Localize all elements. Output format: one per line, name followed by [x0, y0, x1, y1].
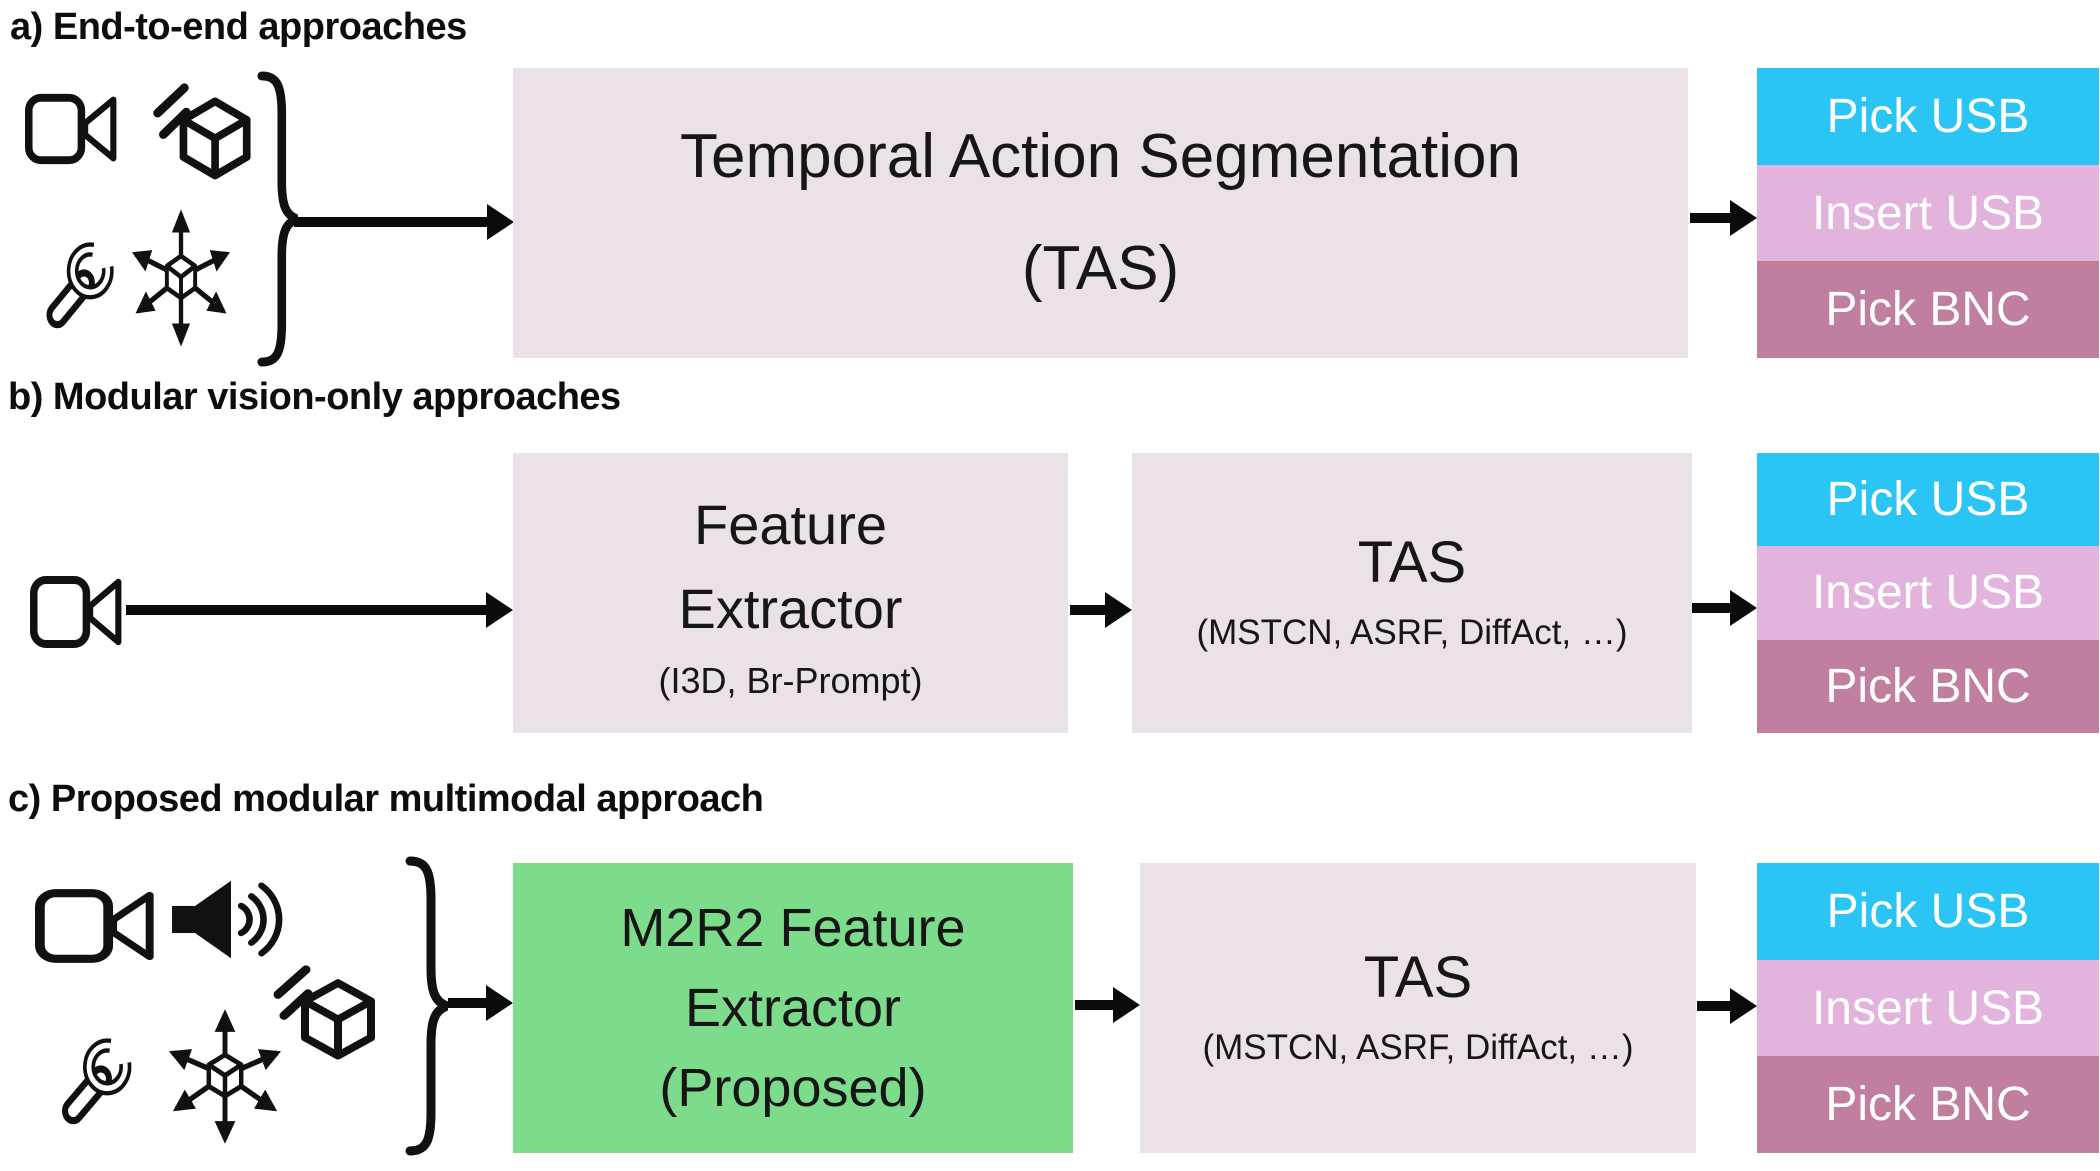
arrow-head: [487, 204, 514, 240]
arrow-head: [1730, 200, 1757, 236]
segment-pick-usb: Pick USB: [1757, 453, 2099, 547]
section-a-title: a) End-to-end approaches: [10, 6, 467, 48]
arrow-tas-to-output-c: [1697, 988, 1757, 1024]
curly-brace: [256, 70, 298, 368]
arrow-m2r2-to-tas-c: [1075, 987, 1140, 1023]
video-camera-icon: [25, 90, 119, 168]
arrow-camera-to-feature-extractor: [126, 592, 513, 628]
segment-pick-bnc: Pick BNC: [1757, 261, 2099, 359]
feature-extractor-line1: Feature: [694, 493, 887, 556]
tas-box-b-subtitle: (MSTCN, ASRF, DiffAct, …): [1196, 613, 1628, 652]
segment-insert-usb: Insert USB: [1757, 546, 2099, 640]
tas-box-b-title: TAS: [1357, 530, 1467, 595]
tas-box-b: TAS (MSTCN, ASRF, DiffAct, …): [1132, 453, 1692, 733]
arrow-shaft: [1070, 605, 1108, 615]
arrow-shaft: [1697, 1001, 1733, 1011]
feature-extractor-box: Feature Extractor (I3D, Br-Prompt): [513, 453, 1068, 733]
moving-cube-icon: [148, 80, 263, 192]
tas-box-c-title: TAS: [1363, 945, 1473, 1010]
arrow-tas-to-output-b: [1692, 590, 1757, 626]
feature-extractor-line2: Extractor: [678, 577, 903, 640]
m2r2-box-line2: Extractor: [684, 978, 902, 1038]
video-camera-icon: [35, 885, 157, 967]
output-segments-a: Pick USB Insert USB Pick BNC: [1757, 68, 2099, 359]
tas-box-a-line2: (TAS): [1021, 234, 1180, 303]
curly-brace: [404, 855, 448, 1157]
segment-pick-bnc: Pick BNC: [1757, 639, 2099, 733]
segment-insert-usb: Insert USB: [1757, 959, 2099, 1057]
arrow-head: [486, 985, 513, 1021]
arrow-shaft: [448, 998, 489, 1008]
segment-pick-usb: Pick USB: [1757, 863, 2099, 960]
m2r2-box-line1: M2R2 Feature: [620, 898, 966, 958]
six-dof-arrows-icon: [126, 200, 236, 355]
arrow-shaft: [126, 605, 489, 615]
output-segments-c: Pick USB Insert USB Pick BNC: [1757, 863, 2099, 1154]
arrow-head: [1730, 590, 1757, 626]
arrow-shaft: [1075, 1000, 1116, 1010]
arrow-head: [1105, 592, 1132, 628]
feature-extractor-subtitle: (I3D, Br-Prompt): [658, 660, 923, 701]
wrench-icon: [45, 1016, 140, 1128]
speaker-icon: [170, 873, 292, 965]
arrow-tas-to-output-a: [1690, 200, 1757, 236]
segment-insert-usb: Insert USB: [1757, 164, 2099, 262]
arrow-head: [486, 592, 513, 628]
section-c-title: c) Proposed modular multimodal approach: [8, 778, 764, 820]
wrench-icon: [30, 220, 122, 332]
tas-box-c-subtitle: (MSTCN, ASRF, DiffAct, …): [1202, 1028, 1634, 1067]
output-segments-b: Pick USB Insert USB Pick BNC: [1757, 453, 2099, 733]
section-b-title: b) Modular vision-only approaches: [8, 376, 621, 418]
segment-pick-usb: Pick USB: [1757, 68, 2099, 165]
m2r2-feature-extractor-box: M2R2 Feature Extractor (Proposed): [513, 863, 1073, 1153]
segment-pick-bnc: Pick BNC: [1757, 1056, 2099, 1154]
arrow-inputs-to-tas: [294, 204, 514, 240]
arrow-shaft: [294, 217, 490, 227]
arrow-shaft: [1690, 213, 1733, 223]
arrow-inputs-to-m2r2: [448, 985, 513, 1021]
tas-box-a-line1: Temporal Action Segmentation: [680, 122, 1521, 191]
arrow-shaft: [1692, 603, 1733, 613]
video-camera-icon: [30, 572, 124, 652]
m2r2-box-line3: (Proposed): [659, 1058, 927, 1118]
arrow-head: [1113, 987, 1140, 1023]
arrow-feature-to-tas-b: [1070, 592, 1132, 628]
arrow-head: [1730, 988, 1757, 1024]
tas-box-c: TAS (MSTCN, ASRF, DiffAct, …): [1140, 863, 1696, 1153]
tas-box-a: Temporal Action Segmentation (TAS): [513, 68, 1688, 358]
six-dof-arrows-icon: [162, 1000, 288, 1152]
